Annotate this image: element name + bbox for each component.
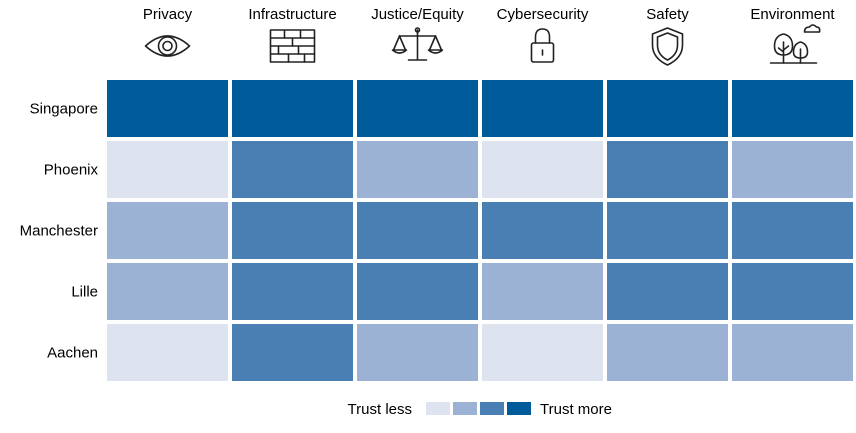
legend-swatch	[480, 402, 504, 415]
legend-high-label: Trust more	[540, 401, 612, 418]
heatmap-cell	[232, 80, 353, 137]
heatmap-cell	[607, 263, 728, 320]
heatmap-cell	[232, 324, 353, 381]
row-label: Singapore	[30, 101, 98, 118]
column-label: Safety	[646, 6, 689, 23]
heatmap-cell	[232, 141, 353, 198]
heatmap-cell	[732, 324, 853, 381]
column-label: Environment	[750, 6, 835, 23]
heatmap-cell	[232, 202, 353, 259]
heatmap-cell	[482, 263, 603, 320]
heatmap-cell	[357, 263, 478, 320]
legend-swatch	[453, 402, 477, 415]
heatmap-cell	[732, 141, 853, 198]
heatmap-cell	[482, 80, 603, 137]
heatmap-cell	[107, 202, 228, 259]
heatmap-cell	[607, 324, 728, 381]
heatmap-cell	[357, 80, 478, 137]
heatmap-cell	[482, 324, 603, 381]
heatmap-cell	[232, 263, 353, 320]
column-labels: Privacy Infrastructure Justice/Equity Cyber…	[143, 6, 836, 23]
row-label: Phoenix	[44, 162, 99, 179]
eye-icon	[144, 35, 191, 57]
heatmap-cell	[107, 263, 228, 320]
padlock-icon	[530, 28, 555, 63]
heatmap-cell	[482, 202, 603, 259]
column-label: Infrastructure	[248, 6, 336, 23]
brick-wall-icon	[269, 29, 316, 63]
column-icons	[144, 24, 821, 66]
column-label: Justice/Equity	[371, 6, 464, 23]
heatmap-cell	[732, 202, 853, 259]
legend: Trust less Trust more	[348, 401, 612, 418]
heatmap-cell	[607, 141, 728, 198]
heatmap-cell	[107, 141, 228, 198]
row-label: Aachen	[47, 345, 98, 362]
heatmap-cell	[732, 263, 853, 320]
heatmap-cell	[357, 324, 478, 381]
scales-icon	[391, 27, 444, 61]
column-label: Cybersecurity	[497, 6, 589, 23]
heatmap-cell	[357, 202, 478, 259]
heatmap-cell	[107, 324, 228, 381]
legend-swatch	[426, 402, 450, 415]
trees-icon	[769, 24, 821, 64]
heatmap-cell	[607, 80, 728, 137]
heatmap-cell	[357, 141, 478, 198]
legend-low-label: Trust less	[348, 401, 412, 418]
legend-swatch	[507, 402, 531, 415]
row-label: Manchester	[20, 223, 98, 240]
shield-icon	[651, 27, 684, 66]
heatmap-cell	[732, 80, 853, 137]
heatmap-cell	[107, 80, 228, 137]
heatmap-cells	[107, 80, 853, 381]
column-label: Privacy	[143, 6, 193, 23]
row-label: Lille	[71, 284, 98, 301]
heatmap-cell	[607, 202, 728, 259]
heatmap-cell	[482, 141, 603, 198]
